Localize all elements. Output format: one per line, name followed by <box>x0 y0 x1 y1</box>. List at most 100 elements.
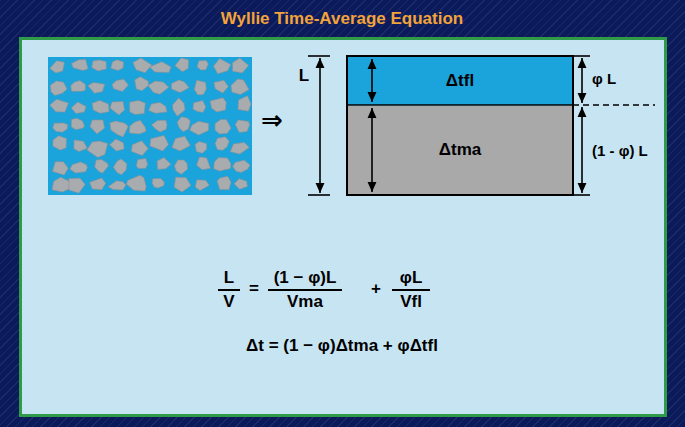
grain <box>195 180 209 191</box>
grain <box>149 102 167 113</box>
grain <box>177 117 190 132</box>
band-label: Δtfl <box>446 71 474 91</box>
numerator: φL <box>400 268 423 288</box>
grain <box>235 120 250 132</box>
title: Wyllie Time-Average Equation <box>221 9 463 29</box>
matrix-band: Δtma <box>348 106 572 194</box>
grain <box>71 118 84 129</box>
grain <box>72 60 89 71</box>
grain <box>174 177 191 192</box>
dimension-label: (1 - φ) L <box>592 142 648 159</box>
grain <box>127 175 147 191</box>
dimension-arrow <box>319 58 321 193</box>
denominator: Vfl <box>400 292 422 312</box>
grain <box>69 178 85 193</box>
grain <box>110 139 125 151</box>
tick <box>573 194 590 196</box>
grain <box>111 60 124 71</box>
grain <box>50 99 69 112</box>
grain <box>88 82 105 93</box>
grain <box>90 178 106 190</box>
grain <box>190 121 209 135</box>
fraction-bar <box>392 289 430 291</box>
grain <box>152 178 164 188</box>
grain <box>214 59 231 74</box>
operator: = <box>249 279 259 299</box>
grain <box>214 158 231 171</box>
grain <box>148 81 169 94</box>
grain <box>53 162 69 175</box>
denominator: Vma <box>287 292 323 312</box>
grain <box>174 160 187 174</box>
grain <box>130 100 146 114</box>
grain <box>175 58 189 72</box>
grain <box>112 79 128 91</box>
grain <box>172 136 190 151</box>
grain <box>197 157 211 170</box>
grain <box>150 135 169 151</box>
grain <box>233 58 249 73</box>
grain <box>133 58 152 73</box>
grain <box>70 162 87 173</box>
grain <box>110 121 128 137</box>
grain <box>95 160 109 174</box>
grain <box>113 159 127 175</box>
band-label: Δtma <box>439 140 481 160</box>
grain <box>92 100 109 113</box>
tick <box>308 194 330 196</box>
grain <box>71 81 86 92</box>
grain <box>92 60 107 71</box>
grain <box>90 120 105 134</box>
grain <box>233 160 250 172</box>
dimension-arrow <box>581 107 583 193</box>
grain <box>197 61 208 70</box>
grain <box>71 102 86 113</box>
dashed-line <box>573 104 655 106</box>
grain <box>172 80 190 93</box>
arrow-symbol: ⇒ <box>261 106 283 136</box>
grain <box>173 98 186 116</box>
tick <box>308 55 330 57</box>
grain <box>230 143 249 155</box>
denominator: V <box>223 292 234 312</box>
equation: Δt = (1 − φ)Δtma + φΔtfl <box>246 336 438 356</box>
grain <box>74 140 87 152</box>
grain <box>193 101 206 113</box>
grain <box>52 177 71 192</box>
grain <box>231 79 249 95</box>
dimension-label: φ L <box>592 70 616 87</box>
column-outline <box>347 56 573 195</box>
grain <box>53 136 67 150</box>
grain <box>110 102 125 115</box>
grain <box>214 80 228 93</box>
grain <box>210 98 226 112</box>
operator: + <box>371 279 381 299</box>
grain <box>108 181 126 190</box>
dimension-arrow <box>581 58 583 103</box>
pore-fluid <box>48 57 252 195</box>
grain <box>135 77 149 91</box>
grain <box>50 81 67 96</box>
grain <box>53 123 68 132</box>
dimension-label: L <box>299 66 309 86</box>
grain <box>152 120 167 132</box>
grain <box>50 61 65 73</box>
numerator: (1 − φ)L <box>274 268 337 288</box>
grain <box>195 141 207 153</box>
grain <box>157 158 171 170</box>
grain <box>136 159 147 169</box>
fluid-band: Δtfl <box>348 57 572 105</box>
tick <box>573 55 590 57</box>
numerator: L <box>224 268 234 288</box>
grain <box>234 179 247 190</box>
grain <box>87 141 108 157</box>
grains <box>50 58 251 193</box>
fraction-bar <box>218 289 240 291</box>
grain <box>129 120 146 134</box>
fraction-bar <box>268 289 342 291</box>
grain <box>150 62 171 73</box>
grain <box>194 80 206 95</box>
grain <box>217 176 231 190</box>
